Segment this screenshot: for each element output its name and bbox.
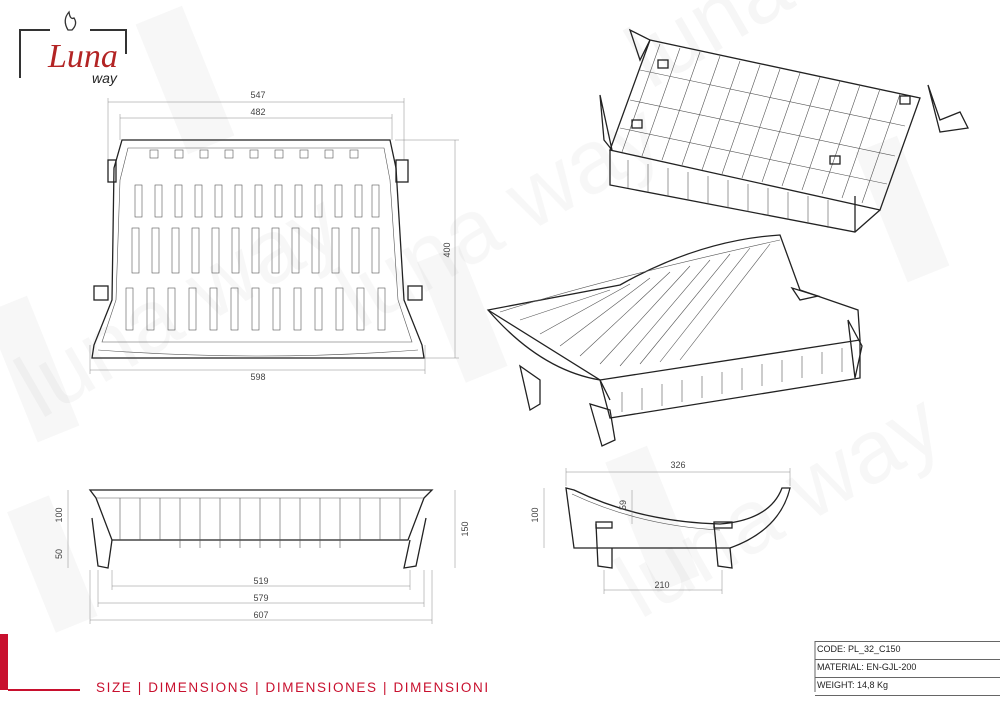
- dim-400: 400: [442, 242, 452, 257]
- dim-59: 59: [618, 500, 628, 510]
- footer-accent-rule: [8, 689, 80, 691]
- dim-326: 326: [670, 460, 685, 470]
- dim-519: 519: [253, 576, 268, 586]
- spec-material: MATERIAL: EN-GJL-200: [815, 660, 1000, 678]
- watermark-text: luna way: [0, 173, 358, 437]
- logo-text-way: way: [92, 70, 117, 86]
- footer-title: SIZE | DIMENSIONS | DIMENSIONES | DIMENS…: [96, 680, 490, 695]
- spec-weight: WEIGHT: 14,8 Kg: [815, 678, 1000, 696]
- front-view-drawing: 100 50 150 519 579 607: [54, 489, 470, 624]
- footer-accent-bar: [0, 634, 8, 690]
- logo-frame: [19, 10, 127, 78]
- spec-code: CODE: PL_32_C150: [815, 641, 1000, 660]
- dim-50: 50: [54, 549, 64, 559]
- dim-547: 547: [250, 90, 265, 100]
- isometric-view-top: [599, 28, 969, 233]
- dim-100: 100: [54, 507, 64, 522]
- dim-482: 482: [250, 107, 265, 117]
- watermark-layer: luna way luna way luna way luna way: [0, 0, 968, 637]
- dim-579: 579: [253, 593, 268, 603]
- dim-100-side: 100: [530, 507, 540, 522]
- isometric-view-bottom: [486, 234, 863, 447]
- brand-logo: Luna way: [14, 8, 134, 98]
- side-view-drawing: 326 59 100 210: [530, 460, 791, 594]
- dim-150: 150: [460, 521, 470, 536]
- logo-text-luna: Luna: [48, 38, 118, 75]
- dim-598: 598: [250, 372, 265, 382]
- flame-icon: [64, 10, 77, 31]
- dim-607: 607: [253, 610, 268, 620]
- top-view-drawing: 547 482 598 400: [89, 90, 459, 382]
- spec-table: CODE: PL_32_C150 MATERIAL: EN-GJL-200 WE…: [815, 641, 1000, 696]
- dim-210: 210: [654, 580, 669, 590]
- watermark-text: luna way: [610, 0, 968, 107]
